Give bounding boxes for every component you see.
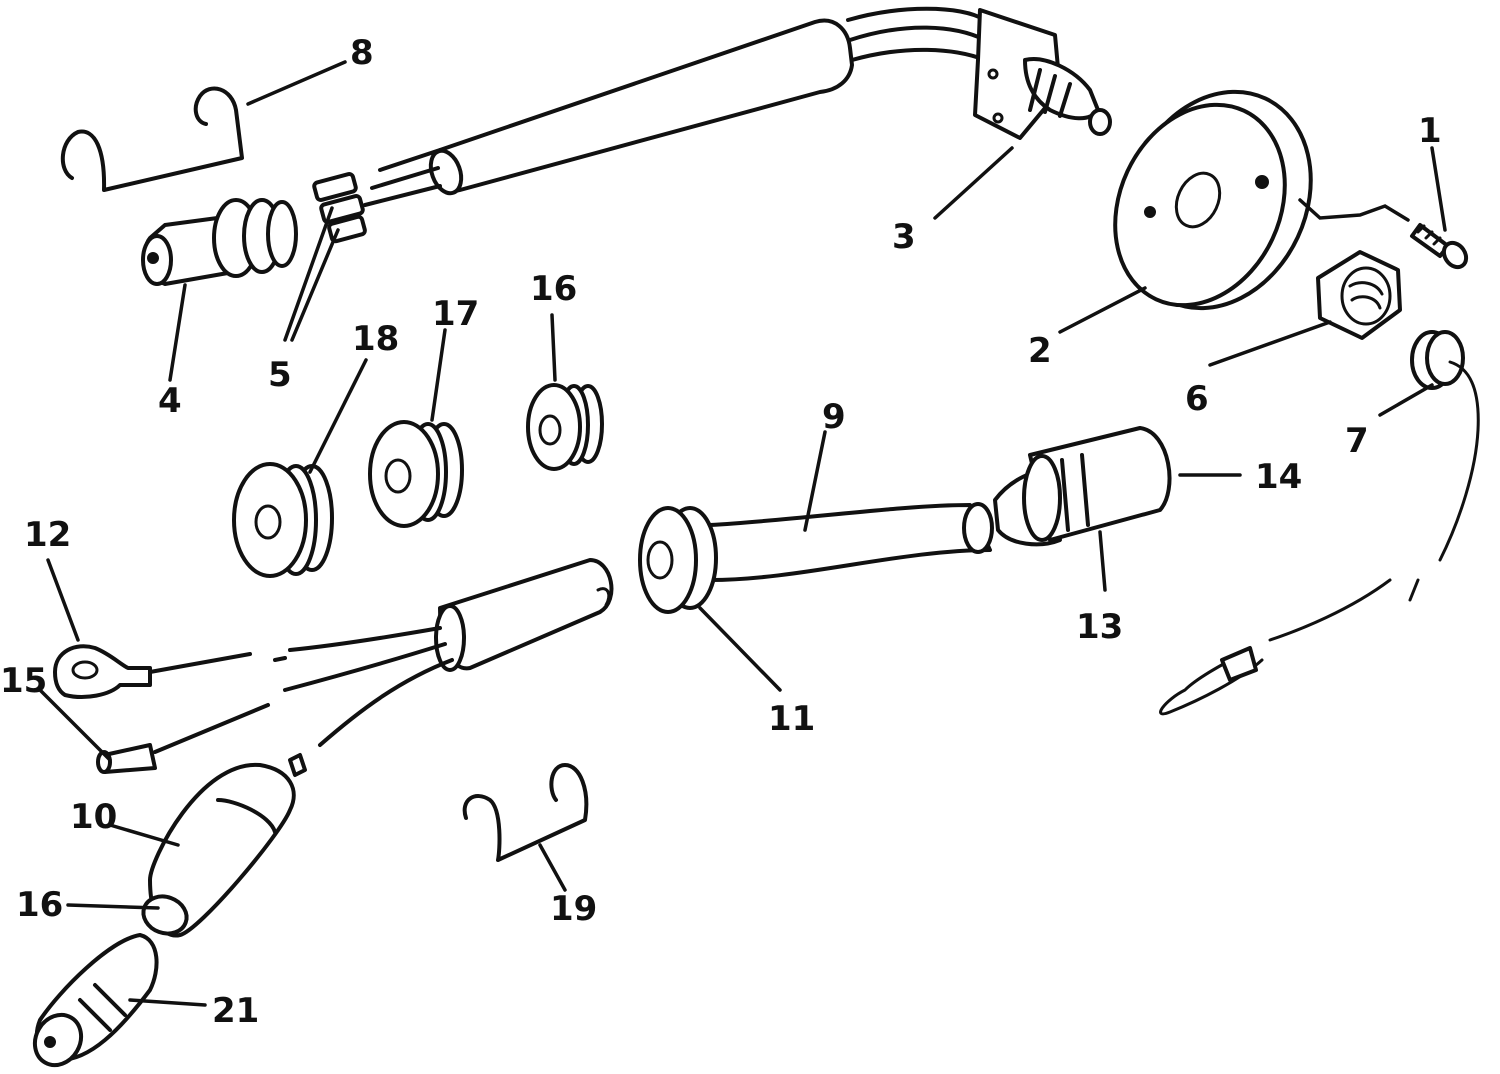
callout-label: 21 (212, 991, 259, 1031)
harness-assembly-10 (32, 558, 614, 1068)
callout-label: 15 (0, 661, 47, 701)
cable-harness-3 (363, 6, 1112, 207)
housing-2 (1113, 89, 1313, 311)
lanyard-7 (1159, 330, 1480, 716)
callout-label: 12 (24, 515, 71, 555)
terminals-5 (312, 172, 367, 244)
callout-label: 16 (530, 269, 577, 309)
callout-label: 13 (1076, 607, 1123, 647)
callout-label: 14 (1255, 457, 1302, 497)
callout-label: 19 (550, 889, 597, 929)
tube-assembly-9 (638, 426, 1172, 614)
callout-label: 8 (350, 33, 374, 73)
callouts: 1 2 3 4 5 6 7 8 9 10 11 12 13 14 15 16 1… (0, 33, 1442, 1031)
callout-label: 4 (158, 381, 182, 421)
leader-lines (38, 60, 1447, 1007)
callout-label: 16 (16, 885, 63, 925)
callout-label: 3 (892, 217, 916, 257)
callout-label: 5 (268, 355, 292, 395)
callout-label: 6 (1185, 379, 1209, 419)
grommet-18 (232, 462, 334, 578)
callout-label: 10 (70, 797, 117, 837)
callout-label: 11 (768, 699, 815, 739)
screw-1 (1410, 223, 1469, 270)
clip-19 (462, 763, 589, 862)
wire-clip-8 (60, 86, 244, 192)
callout-label: 18 (352, 319, 399, 359)
callout-label: 17 (432, 294, 479, 334)
callout-label: 2 (1028, 331, 1052, 371)
grommet-16-top (526, 383, 604, 471)
callout-label: 7 (1345, 421, 1369, 461)
callout-label: 9 (822, 397, 846, 437)
plug-4 (141, 198, 298, 286)
nut-6 (1316, 250, 1402, 340)
callout-label: 1 (1418, 111, 1442, 151)
grommet-17 (368, 420, 464, 528)
